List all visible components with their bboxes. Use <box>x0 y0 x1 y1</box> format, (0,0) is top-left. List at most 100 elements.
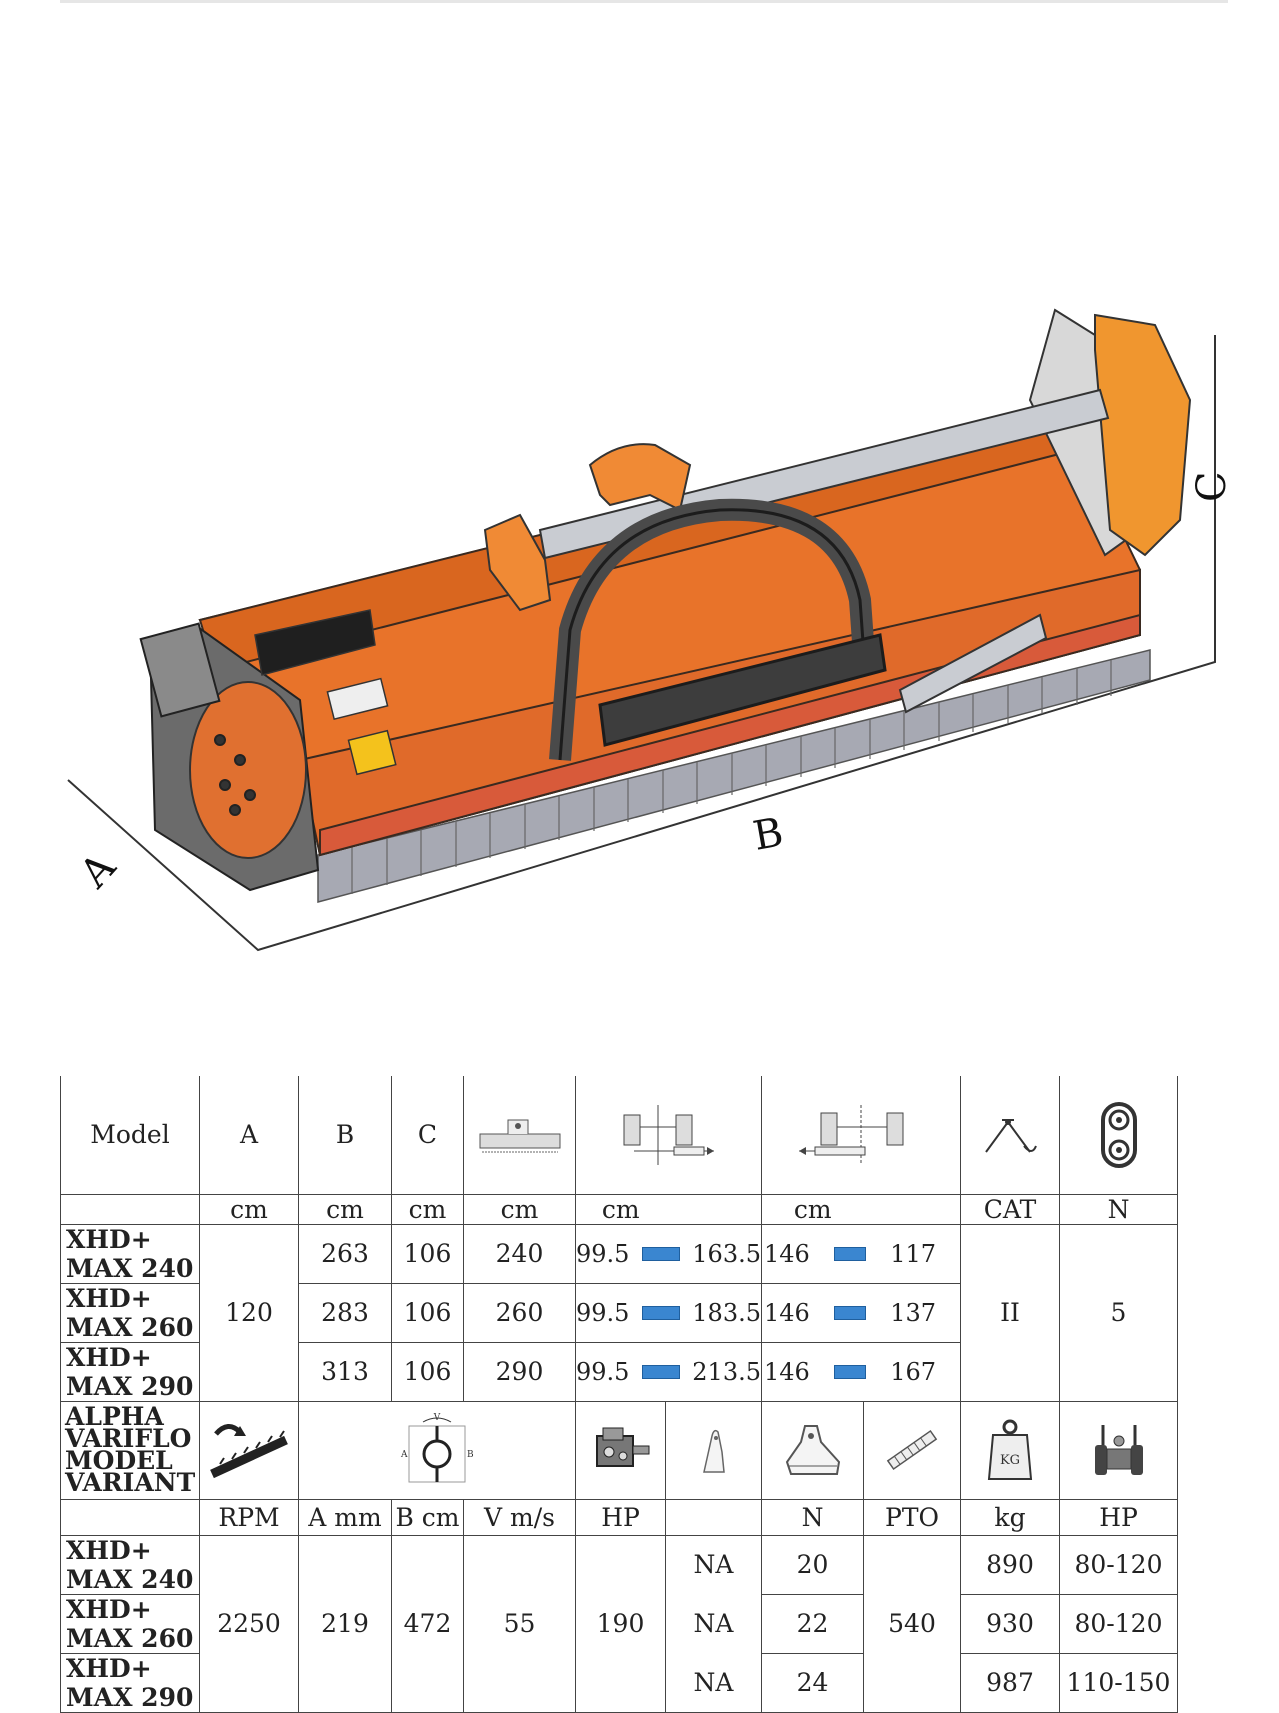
range-bar <box>834 1305 866 1320</box>
weight-value: 930 <box>960 1593 1060 1654</box>
y-blade-icon <box>665 1400 762 1500</box>
dimension-lines <box>67 335 1216 952</box>
dimension-a-label: A <box>71 844 126 898</box>
model-name: XHD+ MAX 260 <box>60 1593 200 1654</box>
col-c-header: C <box>391 1076 464 1195</box>
c-value: 106 <box>391 1223 464 1284</box>
pto-shaft-icon <box>863 1400 961 1500</box>
a-value: 120 <box>199 1223 299 1402</box>
hitch-category-icon <box>960 1076 1060 1195</box>
unit-blank <box>60 1193 200 1225</box>
y-blade-value: NA <box>665 1653 762 1713</box>
y-blade-value: NA <box>665 1534 762 1594</box>
width-value: 240 <box>463 1223 576 1284</box>
unit-a: cm <box>199 1193 299 1225</box>
unit-c: cm <box>391 1193 464 1225</box>
n-value: 5 <box>1059 1223 1178 1402</box>
offset-max: 167 <box>890 1357 936 1386</box>
model-name: XHD+ MAX 290 <box>60 1341 200 1402</box>
weight-value: 987 <box>960 1652 1060 1713</box>
offset-max: 117 <box>890 1239 936 1268</box>
y-blade-value: NA <box>665 1594 762 1653</box>
col-a-header: A <box>199 1076 299 1195</box>
c-value: 106 <box>391 1341 464 1402</box>
hammer-count: 20 <box>761 1534 864 1595</box>
model-name: XHD+ MAX 290 <box>60 1652 200 1713</box>
tractor-hp-value: 80-120 <box>1059 1534 1178 1595</box>
top-hitch <box>483 443 692 612</box>
weight-value: 890 <box>960 1534 1060 1595</box>
unit-n: N <box>761 1498 864 1536</box>
unit-offset-right: cm <box>761 1193 864 1225</box>
unit-b: cm <box>298 1193 392 1225</box>
offset-max: 137 <box>890 1298 936 1327</box>
offset-max: 183.5 <box>692 1298 761 1327</box>
unit-n: N <box>1059 1193 1178 1225</box>
range-bar <box>641 1305 680 1320</box>
top-divider <box>60 0 1228 3</box>
model-name: XHD+ MAX 240 <box>60 1223 200 1284</box>
model-name: XHD+ MAX 260 <box>60 1282 200 1343</box>
unit-pto: PTO <box>863 1498 961 1536</box>
table-row: XHD+ MAX 240 2250 219 472 55 190 NA 20 5… <box>60 1534 1178 1713</box>
gearbox-icon <box>575 1400 666 1500</box>
offset-min: 99.5 <box>576 1357 630 1386</box>
tractor-offset-left-icon <box>575 1076 762 1195</box>
range-bar <box>834 1364 866 1379</box>
offset-right-range: 146 167 <box>761 1341 961 1402</box>
weight-icon-text: KG <box>1000 1453 1020 1468</box>
mower-width-icon <box>463 1076 576 1195</box>
weight-kg-icon: KG <box>960 1400 1060 1500</box>
b-value: 313 <box>298 1341 392 1402</box>
unit-hp: HP <box>575 1498 666 1536</box>
tractor-offset-right-icon <box>761 1076 961 1195</box>
model-name: XHD+ MAX 240 <box>60 1534 200 1595</box>
gear-chain-icon <box>1059 1076 1178 1195</box>
tractor-hp-value: 110-150 <box>1059 1652 1178 1713</box>
unit-a-mm: A mm <box>298 1498 392 1536</box>
flail-mower-drawing: A B C <box>67 308 1235 952</box>
offset-left-range: 99.5 163.5 <box>575 1223 762 1284</box>
variant-line-1: ALPHA VARIFLO <box>65 1402 192 1453</box>
range-bar <box>641 1246 680 1261</box>
unit-offset-right-2 <box>863 1193 961 1225</box>
unit-rpm: RPM <box>199 1498 299 1536</box>
offset-min: 146 <box>764 1298 810 1327</box>
dimensions-table: Model A B C cm cm cm cm cm cm CAT N XHD+ <box>60 1076 1178 1713</box>
unit-b-cm: B cm <box>391 1498 464 1536</box>
hammer-blade-icon <box>761 1400 864 1500</box>
hammer-count: 24 <box>761 1652 864 1713</box>
left-side-plate <box>139 622 320 892</box>
arch-frame <box>549 498 887 761</box>
unit-offset-left-2 <box>665 1193 762 1225</box>
offset-right-range: 146 137 <box>761 1282 961 1343</box>
offset-min: 99.5 <box>576 1298 630 1327</box>
table-row: XHD+ MAX 240 120 263 106 240 99.5 163.5 1… <box>60 1223 1178 1402</box>
c-value: 106 <box>391 1282 464 1343</box>
model-header: Model <box>60 1076 200 1195</box>
variant-line-2: MODEL VARIANT <box>65 1446 196 1497</box>
unit-width: cm <box>463 1193 576 1225</box>
offset-min: 146 <box>764 1357 810 1386</box>
offset-min: 99.5 <box>576 1239 630 1268</box>
svg-text:A: A <box>400 1450 408 1460</box>
col-b-header: B <box>298 1076 392 1195</box>
dimension-c-label: C <box>1189 471 1235 502</box>
svg-text:B: B <box>467 1450 474 1460</box>
right-gearbox <box>1028 308 1192 557</box>
unit-tractor-hp: HP <box>1059 1498 1178 1536</box>
offset-max: 163.5 <box>692 1239 761 1268</box>
b-value: 263 <box>298 1223 392 1284</box>
b-value: 283 <box>298 1282 392 1343</box>
tractor-hp-value: 80-120 <box>1059 1593 1178 1654</box>
range-bar <box>641 1364 680 1379</box>
range-bar <box>834 1246 866 1261</box>
unit-kg: kg <box>960 1498 1060 1536</box>
blade-row <box>317 649 1151 903</box>
hammer-count: 22 <box>761 1593 864 1654</box>
tractor-hp-icon <box>1059 1400 1178 1500</box>
